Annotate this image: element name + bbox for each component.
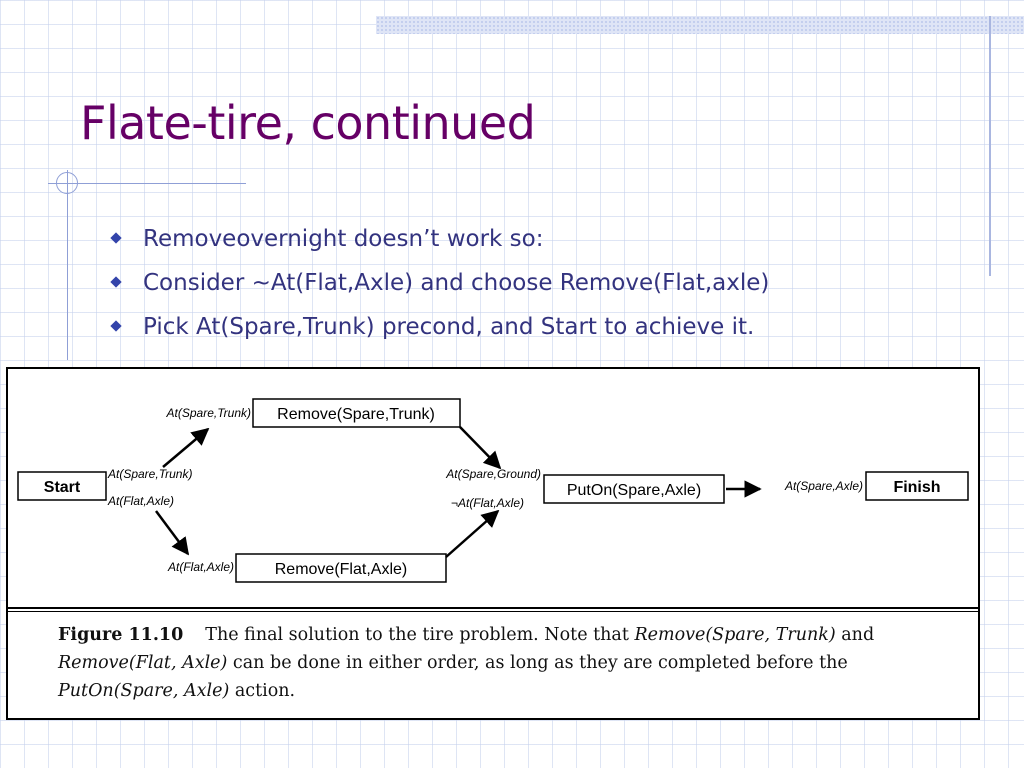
title-vertical-rule xyxy=(67,170,68,360)
right-decor-line xyxy=(989,16,991,276)
finish-precond: At(Spare,Axle) xyxy=(784,479,863,493)
remove-spare-trunk-precond: At(Spare,Trunk) xyxy=(166,406,251,420)
bullet-item: Pick At(Spare,Trunk) precond, and Start … xyxy=(110,310,769,354)
bullet-text: Removeovernight doesn’t work so: xyxy=(143,226,544,252)
remove-flat-axle-precond: At(Flat,Axle) xyxy=(167,560,234,574)
edge-start-to-remove-flat-axle xyxy=(154,510,190,556)
remove-flat-axle-label: Remove(Flat,Axle) xyxy=(275,561,407,578)
finish-node-label: Finish xyxy=(893,479,940,496)
plan-diagram: Start At(Spare,Trunk) At(Flat,Axle) Remo… xyxy=(17,398,969,583)
caption-text: can be done in either order, as long as … xyxy=(227,653,848,673)
caption-italic-term: Remove(Spare, Trunk) xyxy=(634,625,836,645)
remove-spare-trunk-node xyxy=(252,398,461,428)
start-node xyxy=(17,471,107,501)
diamond-bullet-icon xyxy=(110,276,122,288)
top-decor-band xyxy=(376,16,1024,34)
start-node-label: Start xyxy=(44,479,81,496)
caption-text: The final solution to the tire problem. … xyxy=(205,625,635,645)
bullet-item: Consider ~At(Flat,Axle) and choose Remov… xyxy=(110,266,769,310)
bullet-text: Consider ~At(Flat,Axle) and choose Remov… xyxy=(143,270,770,296)
start-effect-flat-axle: At(Flat,Axle) xyxy=(107,494,174,508)
start-effect-spare-trunk: At(Spare,Trunk) xyxy=(107,467,192,481)
diamond-bullet-icon xyxy=(110,232,122,244)
caption-italic-term: PutOn(Spare, Axle) xyxy=(58,681,230,701)
edge-remove-flat-axle-to-puton xyxy=(445,509,500,558)
bullet-text: Pick At(Spare,Trunk) precond, and Start … xyxy=(143,314,755,340)
bullet-item: Removeovernight doesn’t work so: xyxy=(110,222,769,266)
slide-title: Flate-tire, continued xyxy=(80,96,536,150)
caption-text: action. xyxy=(229,681,296,701)
figure-divider xyxy=(8,607,978,612)
diamond-bullet-icon xyxy=(110,320,122,332)
puton-node xyxy=(543,474,725,504)
edge-start-to-remove-spare-trunk xyxy=(162,427,210,468)
caption-italic-term: Remove(Flat, Axle) xyxy=(58,653,228,673)
title-rule xyxy=(48,183,246,184)
puton-precond-spare-ground: At(Spare,Ground) xyxy=(445,467,541,481)
remove-spare-trunk-label: Remove(Spare,Trunk) xyxy=(277,406,435,423)
puton-node-label: PutOn(Spare,Axle) xyxy=(567,482,701,499)
figure-caption: Figure 11.10 The final solution to the ti… xyxy=(58,621,958,705)
title-ornament-circle xyxy=(56,172,78,194)
puton-precond-not-flat-axle: ¬At(Flat,Axle) xyxy=(451,496,524,510)
bullet-list: Removeovernight doesn’t work so: Conside… xyxy=(110,222,769,354)
remove-flat-axle-node xyxy=(235,553,447,583)
caption-text: and xyxy=(835,625,875,645)
caption-label: Figure 11.10 xyxy=(58,625,184,645)
edge-remove-spare-trunk-to-puton xyxy=(459,426,502,470)
figure-box: Start At(Spare,Trunk) At(Flat,Axle) Remo… xyxy=(6,367,980,720)
finish-node xyxy=(865,471,969,501)
